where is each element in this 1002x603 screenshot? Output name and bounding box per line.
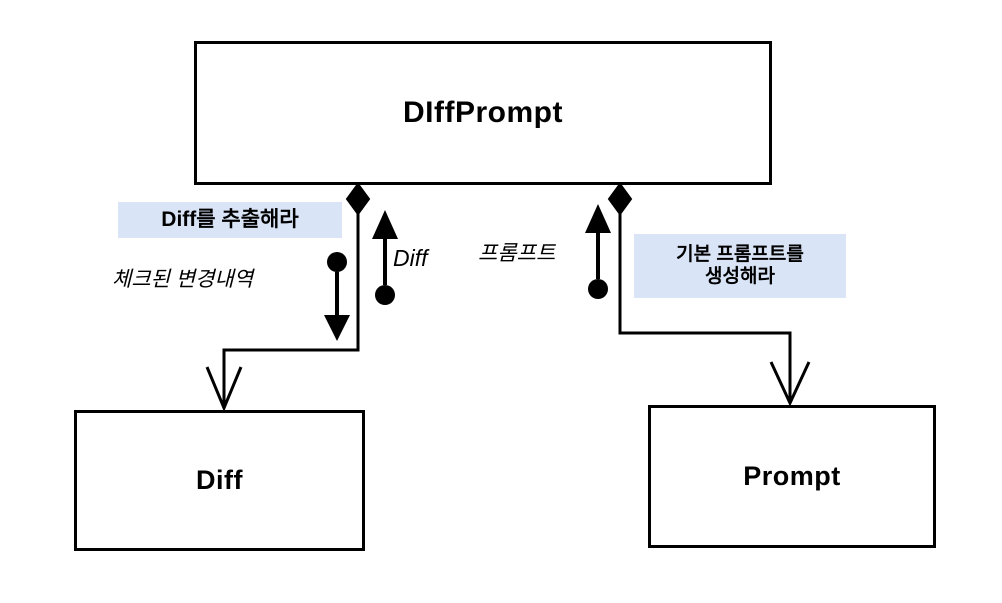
open-arrow-icon <box>205 366 243 412</box>
edge-label-make-base-prompt: 기본 프롬프트를 생성해라 <box>634 234 846 298</box>
class-title-diffprompt: DIffPrompt <box>403 96 563 129</box>
filled-ball-icon <box>588 279 608 299</box>
filled-arrow-icon <box>585 204 611 233</box>
filled-ball-icon <box>327 252 347 272</box>
connector-message-extract-diff <box>324 252 350 341</box>
class-box-prompt[interactable]: Prompt <box>648 405 936 548</box>
edge-label-diff-return: Diff <box>393 245 428 271</box>
class-title-diff: Diff <box>196 465 243 495</box>
edge-label-prompt-return: 프롬프트 <box>478 242 556 265</box>
filled-diamond-icon <box>607 182 633 216</box>
filled-arrow-icon <box>324 315 350 341</box>
filled-ball-icon <box>375 285 395 305</box>
edge-label-checked-changes: 체크된 변경내역 <box>112 268 254 291</box>
connector-message-prompt-return <box>585 204 611 299</box>
edge-label-extract-diff: Diff를 추출해라 <box>118 202 342 238</box>
open-arrow-icon <box>769 361 811 407</box>
filled-diamond-icon <box>345 182 371 216</box>
class-title-prompt: Prompt <box>743 461 841 491</box>
filled-arrow-icon <box>372 210 398 239</box>
class-box-diffprompt[interactable]: DIffPrompt <box>194 41 772 185</box>
class-box-diff[interactable]: Diff <box>74 410 365 551</box>
composition-diff-path <box>222 210 360 408</box>
